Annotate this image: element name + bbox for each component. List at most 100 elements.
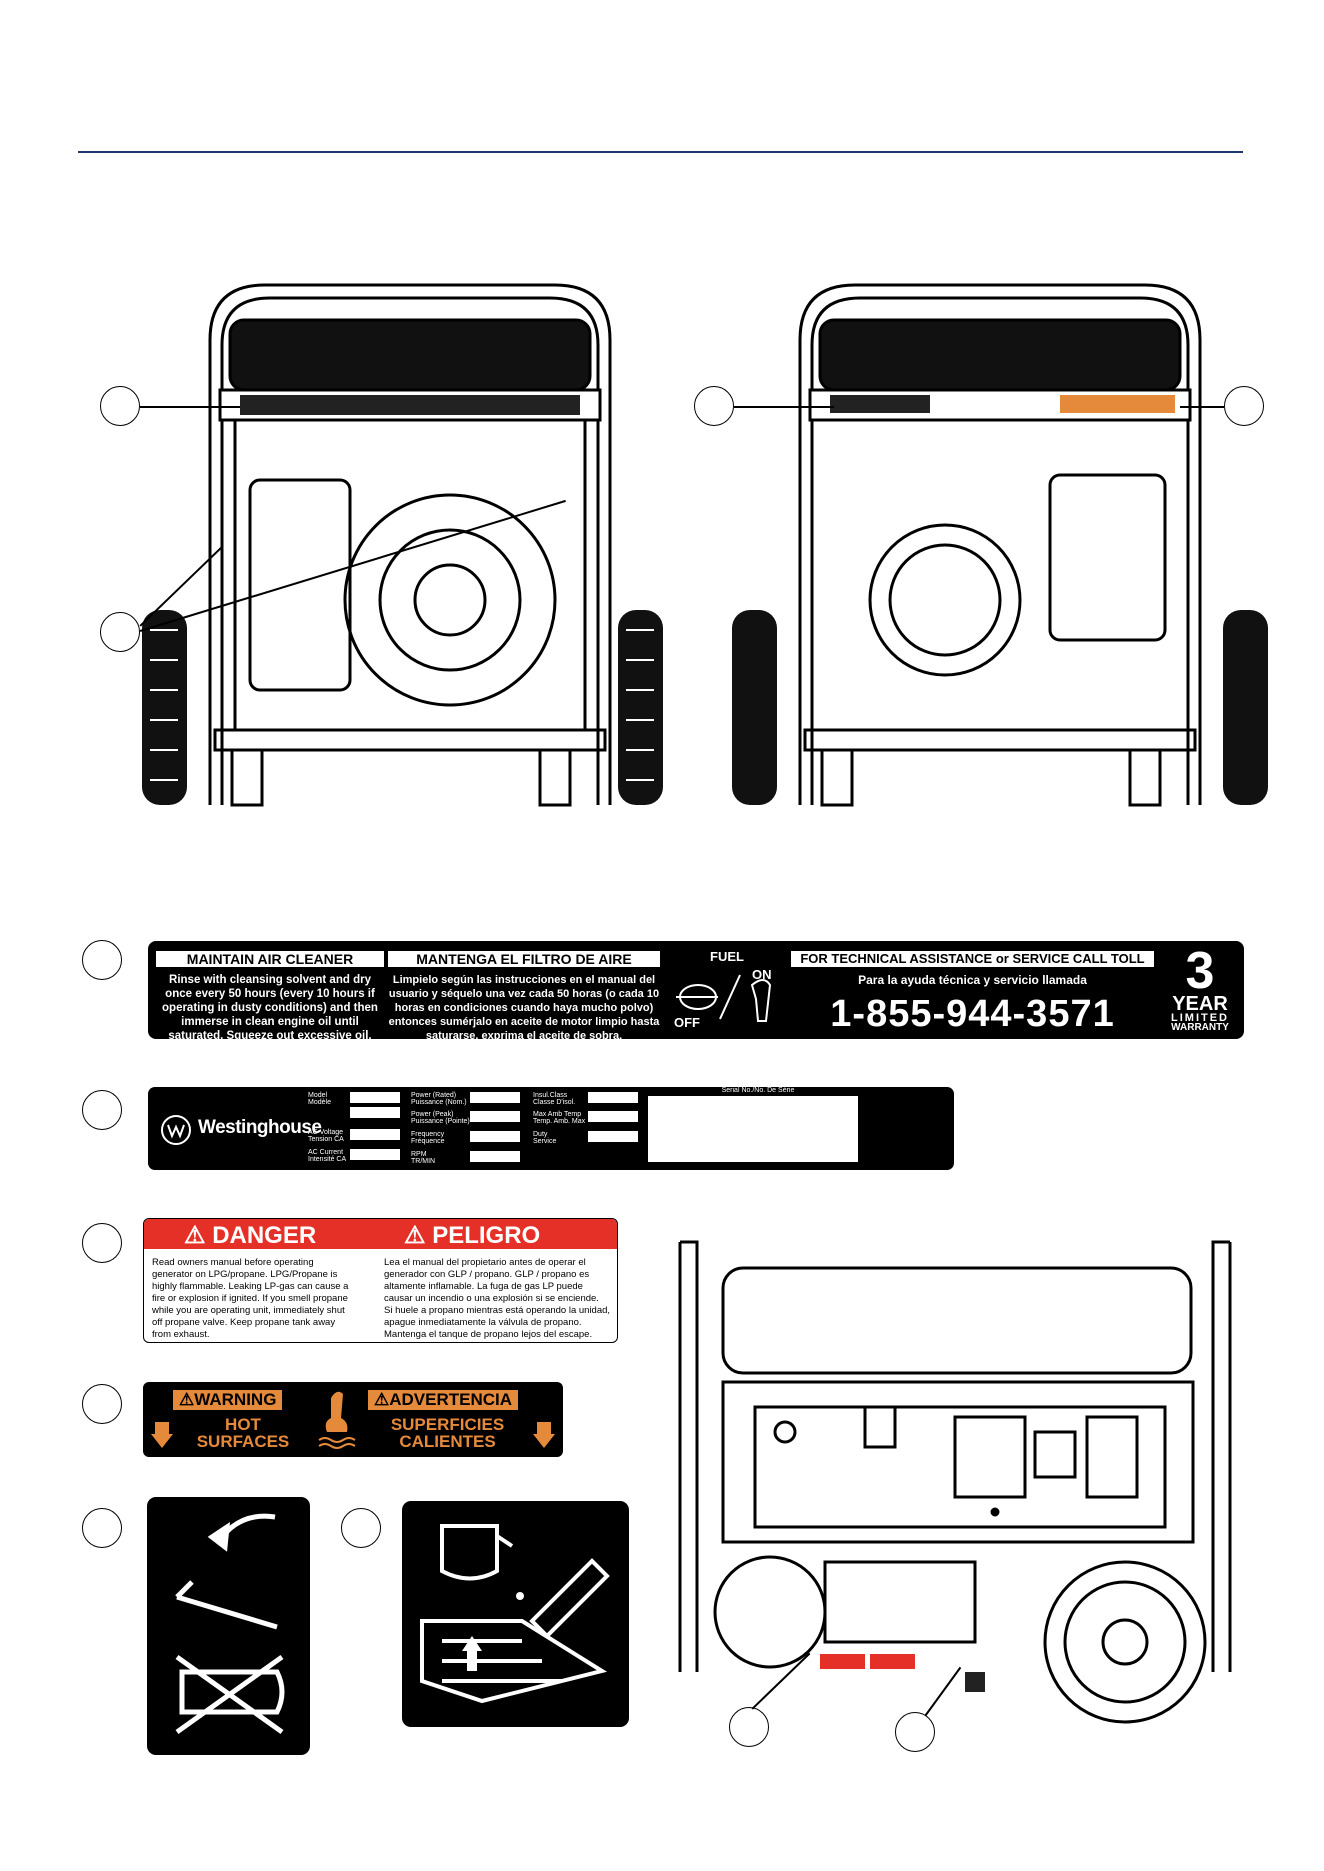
peligro-word: PELIGRO (432, 1222, 541, 1249)
callout-label-5 (82, 1508, 122, 1548)
callout-label-4 (82, 1384, 122, 1424)
leader-line (1180, 406, 1224, 408)
warranty-badge: 3 YEAR LIMITED WARRANTY (1160, 945, 1240, 1033)
maintain-es-title: MANTENGA EL FILTRO DE AIRE (388, 951, 660, 967)
text-line: SUPERFICIES (390, 1415, 505, 1434)
phone-number: 1-855-944-3571 (830, 993, 1115, 1035)
maintain-en-title: MAINTAIN AIR CLEANER (156, 951, 384, 967)
callout-3-control (729, 1707, 769, 1747)
value-box (588, 1092, 638, 1103)
hot-hand-icon (318, 1391, 356, 1449)
field-fr: Intensité CA (308, 1156, 347, 1163)
value-box (470, 1111, 520, 1122)
value-box (350, 1107, 400, 1118)
text-line: Limpielo según las instrucciones en el m… (392, 974, 656, 986)
text-line: Read owners manual before operating (152, 1257, 314, 1268)
label-air-cleaner-service: MAINTAIN AIR CLEANER MANTENGA EL FILTRO … (148, 941, 1244, 1042)
text-line: entonces sumérjalo en aceite de motor li… (388, 1016, 660, 1028)
label-hot-surfaces: ⚠WARNING ⚠ADVERTENCIA HOT SURFACES SUPER… (143, 1382, 563, 1457)
fuel-valve-icon (676, 974, 772, 1022)
field-fr: Puissance (Pointe) (411, 1118, 470, 1125)
value-box (470, 1092, 520, 1103)
field-fr: Temp. Amb. Max (533, 1118, 586, 1125)
field-en: Insul.Class (533, 1092, 568, 1099)
text-line: saturated. Squeeze out excessive oil. (168, 1030, 372, 1042)
generator-front-view (732, 283, 1268, 807)
maintain-en-text: Rinse with cleansing solvent and dry onc… (156, 973, 384, 1043)
field-fr: Tension CA (308, 1136, 344, 1143)
callout-label-6 (341, 1508, 381, 1548)
leader-line (734, 406, 834, 408)
danger-title: ⚠ DANGER (184, 1221, 316, 1250)
field-fr: Classe D'isol. (533, 1099, 576, 1106)
field-en: Duty (533, 1131, 548, 1138)
serial-label: Serial No./No. De Série (721, 1087, 795, 1094)
danger-es-text: Lea el manual del propietario antes de o… (384, 1257, 617, 1341)
text-line: highly flammable. Leaking LP-gas can cau… (152, 1281, 349, 1292)
text-line: generador con GLP / propano. GLP / propa… (384, 1269, 590, 1280)
leader-line (140, 406, 240, 408)
brand-name: Westinghouse (198, 1117, 322, 1138)
text-line: SURFACES (196, 1432, 290, 1451)
oil-fill-icon (420, 1524, 610, 1704)
callout-4-front (1224, 386, 1264, 426)
peligro-title: ⚠ PELIGRO (404, 1221, 540, 1250)
label-danger-propane: ⚠ DANGER ⚠ PELIGRO Read owners manual be… (143, 1218, 618, 1343)
field-en: Frequency (411, 1131, 445, 1138)
generator-rear-view (142, 283, 663, 807)
tech-assistance-title: FOR TECHNICAL ASSISTANCE or SERVICE CALL… (791, 951, 1154, 982)
field-en: Power (Rated) (411, 1092, 457, 1099)
value-box (588, 1111, 638, 1122)
text-line: once every 50 hours (every 10 hours if (165, 988, 375, 1000)
text-line: Rinse with cleansing solvent and dry (169, 974, 371, 986)
keep-hands-away-icon (175, 1513, 285, 1735)
text-line: Mantenga el tanque de propano lejos del … (384, 1329, 593, 1340)
header-rule (78, 151, 1243, 153)
field-en: Power (Peak) (411, 1111, 454, 1118)
csa-mark-icon (885, 1100, 909, 1124)
warning-icon: ⚠ (179, 1390, 195, 1409)
value-box (470, 1151, 520, 1162)
callout-label-1 (82, 940, 122, 980)
text-line: usuario y séquelo una vez cada 50 horas … (388, 988, 660, 1000)
danger-word: DANGER (212, 1222, 317, 1249)
off-label: OFF (674, 1015, 700, 1030)
fuel-valve-panel: FUEL ON OFF (668, 949, 788, 1031)
text-line: horas en condiciones cuando haya mucho p… (394, 1002, 654, 1014)
tech-assistance-es: Para la ayuda técnica y servicio llamada (858, 973, 1087, 987)
text-line: CALIENTES (399, 1432, 496, 1451)
field-en: Max Amb Temp (533, 1111, 582, 1118)
text-line: off propane valve. Keep propane tank awa… (152, 1317, 336, 1328)
danger-icon: ⚠ (184, 1222, 213, 1249)
text-line: apague inmediatamente la válvula de prop… (384, 1317, 582, 1328)
text-line: HOT (225, 1415, 261, 1434)
text-line: immerse in clean engine oil until (181, 1016, 359, 1028)
warranty-limited: LIMITED (1171, 1012, 1229, 1024)
field-fr: Modèle (308, 1099, 331, 1106)
text-line: operating in dusty conditions) and then (162, 1002, 378, 1014)
text-line: Si huele a propano mientras está operand… (384, 1305, 611, 1316)
hot-surfaces-text: HOT SURFACES (183, 1416, 303, 1450)
callout-label-2 (82, 1090, 122, 1130)
danger-en-text: Read owners manual before operating gene… (152, 1257, 377, 1341)
peligro-icon: ⚠ (404, 1222, 433, 1249)
text-line: from exhaust. (152, 1329, 210, 1340)
value-box (350, 1092, 400, 1103)
serial-box (648, 1096, 858, 1162)
arrow-down-icon (151, 1422, 173, 1448)
text-line: saturarse, exprima el aceite de sobra. (425, 1030, 623, 1042)
text-line: while you are operating unit, immediatel… (152, 1305, 345, 1316)
field-power-rated: Power (Rated)Puissance (Nom.) (411, 1092, 467, 1106)
value-box (588, 1131, 638, 1142)
value-box (470, 1131, 520, 1142)
text-line: generator on LPG/propane. LPG/Propane is (152, 1269, 338, 1280)
arrow-down-icon (533, 1422, 555, 1448)
field-en: AC Current (308, 1149, 344, 1156)
